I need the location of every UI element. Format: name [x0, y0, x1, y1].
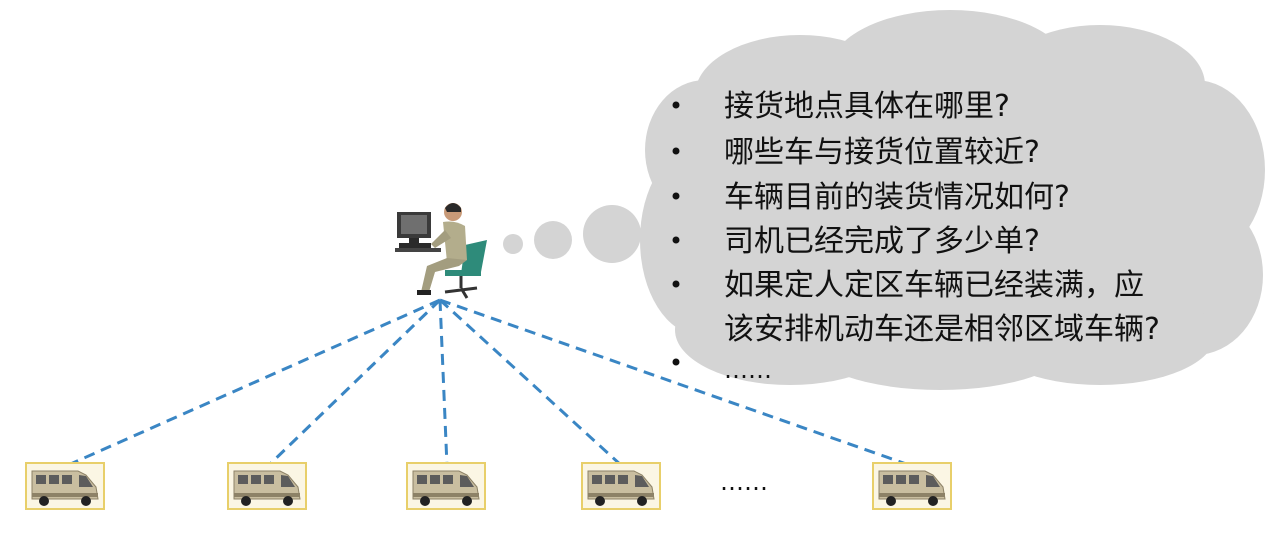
bullet-icon	[672, 192, 680, 200]
van-icon	[406, 462, 486, 510]
thought-bubble-small	[503, 234, 523, 254]
question-item: 哪些车与接货位置较近?	[724, 135, 1040, 170]
van-icon	[25, 462, 105, 510]
van-icon	[581, 462, 661, 510]
thought-cloud	[503, 10, 1265, 390]
bullet-icon	[672, 101, 680, 109]
dispatch-link	[266, 298, 442, 468]
bullet-icon	[672, 358, 680, 366]
bullet-icon	[672, 280, 680, 288]
bullet-icon	[672, 236, 680, 244]
question-item-continuation: 该安排机动车还是相邻区域车辆?	[724, 312, 1160, 347]
bullet-icon	[672, 147, 680, 155]
dispatch-link	[438, 299, 449, 467]
dispatch-links	[65, 298, 913, 468]
question-list: 接货地点具体在哪里? 哪些车与接货位置较近? 车辆目前的装货情况如何? 司机已经…	[672, 89, 1160, 384]
vehicle-row: ……	[25, 462, 952, 510]
van-icon	[227, 462, 307, 510]
van-icon	[872, 462, 952, 510]
question-item: 车辆目前的装货情况如何?	[724, 180, 1070, 215]
dispatch-link	[439, 298, 913, 468]
question-item: 司机已经完成了多少单?	[724, 224, 1040, 259]
dispatch-link	[65, 298, 441, 468]
vehicles-ellipsis: ……	[720, 468, 768, 496]
question-item: ……	[724, 356, 772, 384]
question-item: 如果定人定区车辆已经装满，应	[724, 268, 1144, 303]
thought-bubble-large	[583, 205, 641, 263]
thought-bubble-medium	[534, 221, 572, 259]
question-item: 接货地点具体在哪里?	[724, 89, 1010, 124]
person-at-computer-icon	[395, 203, 487, 299]
dispatch-link	[438, 298, 624, 468]
